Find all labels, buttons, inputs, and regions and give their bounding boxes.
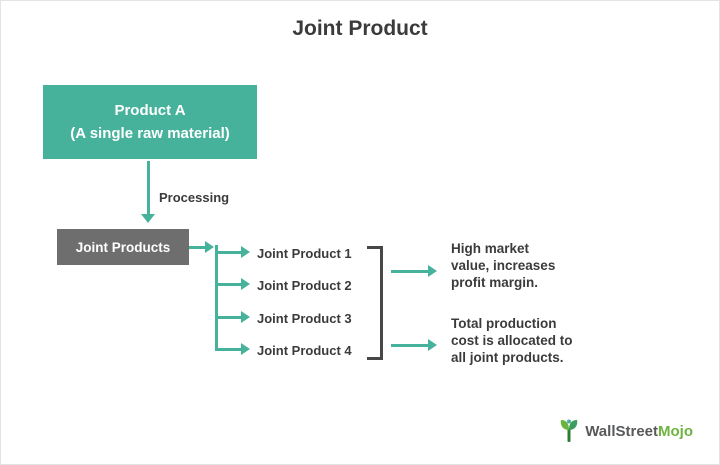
- branch-arrow-1-icon: [241, 246, 250, 258]
- processing-label: Processing: [159, 190, 230, 205]
- joint-product-4-label: Joint Product 4: [257, 343, 352, 358]
- connector-shaft: [189, 246, 206, 249]
- joint-products-box: Joint Products: [57, 229, 189, 265]
- bracket-bottom-tick: [367, 357, 383, 360]
- outcome-arrow-2-icon: [428, 339, 437, 351]
- logo-text-mojo: Mojo: [658, 422, 693, 440]
- product-a-line2: (A single raw material): [70, 125, 230, 142]
- bracket-line: [380, 246, 383, 360]
- outcome-arrow-1-shaft: [391, 270, 429, 273]
- logo-text-wallstreet: WallStreet: [585, 422, 658, 440]
- branch-arrow-2-shaft: [217, 283, 242, 286]
- outcome-arrow-1-icon: [428, 265, 437, 277]
- wallstreetmojo-logo-icon: [558, 418, 580, 444]
- product-a-box: Product A (A single raw material): [43, 85, 257, 159]
- joint-product-3-label: Joint Product 3: [257, 311, 352, 326]
- product-a-line1: Product A: [114, 102, 186, 119]
- total-cost-note: Total production cost is allocated to al…: [451, 316, 573, 365]
- page-title: Joint Product: [292, 17, 428, 40]
- connector-arrow-icon: [205, 241, 214, 253]
- outcome-arrow-2-shaft: [391, 344, 429, 347]
- branch-arrow-3-shaft: [217, 316, 242, 319]
- branch-arrow-2-icon: [241, 278, 250, 290]
- high-market-note: High market value, increases profit marg…: [451, 241, 556, 290]
- branch-arrow-3-icon: [241, 311, 250, 323]
- down-arrow-shaft: [147, 161, 150, 215]
- branch-arrow-4-shaft: [217, 348, 242, 351]
- bracket-top-tick: [367, 246, 383, 249]
- wallstreetmojo-logo-text: WallStreetMojo: [585, 423, 693, 440]
- down-arrow-icon: [141, 214, 155, 223]
- joint-product-2-label: Joint Product 2: [257, 278, 352, 293]
- branch-arrow-4-icon: [241, 343, 250, 355]
- branch-trunk-line: [215, 245, 218, 351]
- wallstreetmojo-logo: WallStreetMojo: [558, 418, 693, 444]
- branch-arrow-1-shaft: [217, 251, 242, 254]
- joint-product-1-label: Joint Product 1: [257, 246, 352, 261]
